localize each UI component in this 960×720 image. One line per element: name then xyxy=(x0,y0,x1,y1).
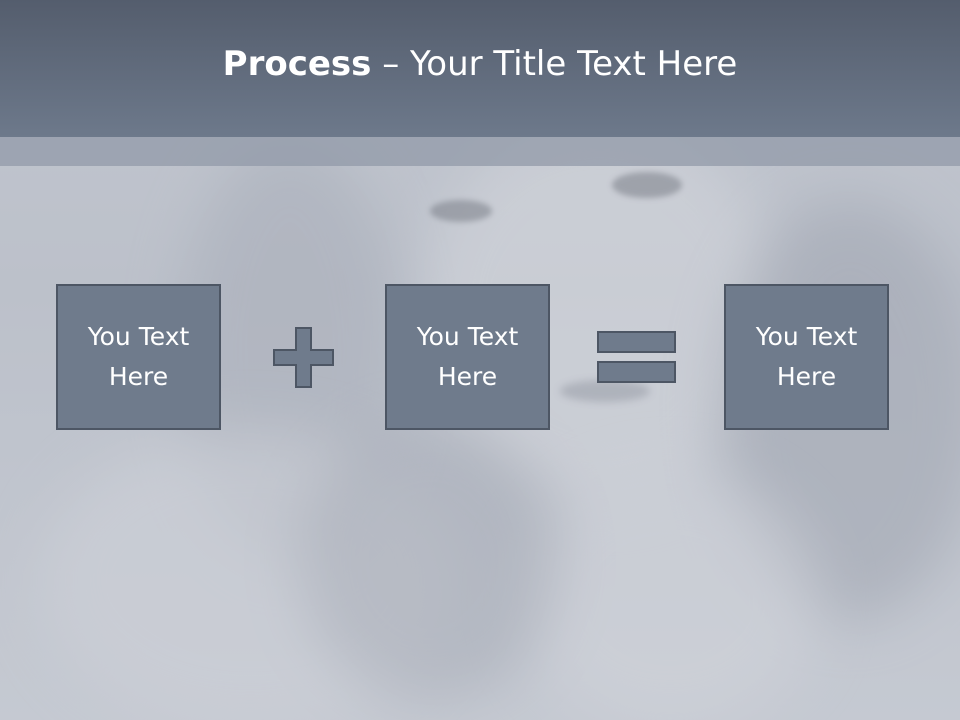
box-2-line-1: You Text xyxy=(416,322,519,351)
box-2-line-2: Here xyxy=(437,362,498,391)
plus-icon xyxy=(273,327,334,388)
title-bar: Process – Your Title Text Here xyxy=(0,0,960,137)
process-box-2: You Text Here xyxy=(385,284,550,430)
title-rest: Your Title Text Here xyxy=(410,43,738,84)
slide-title: Process – Your Title Text Here xyxy=(223,44,738,84)
process-box-1: You Text Here xyxy=(56,284,221,430)
box-2-text: You Text Here xyxy=(393,317,543,397)
box-1-text: You Text Here xyxy=(64,317,214,397)
title-dash: – xyxy=(371,43,411,84)
box-1-line-1: You Text xyxy=(87,322,190,351)
box-3-line-1: You Text xyxy=(755,322,858,351)
box-1-line-2: Here xyxy=(108,362,169,391)
title-bold: Process xyxy=(222,43,372,84)
box-3-text: You Text Here xyxy=(732,317,882,397)
box-3-line-2: Here xyxy=(776,362,837,391)
header-band xyxy=(0,137,960,166)
process-box-3: You Text Here xyxy=(724,284,889,430)
equals-icon xyxy=(597,331,676,383)
